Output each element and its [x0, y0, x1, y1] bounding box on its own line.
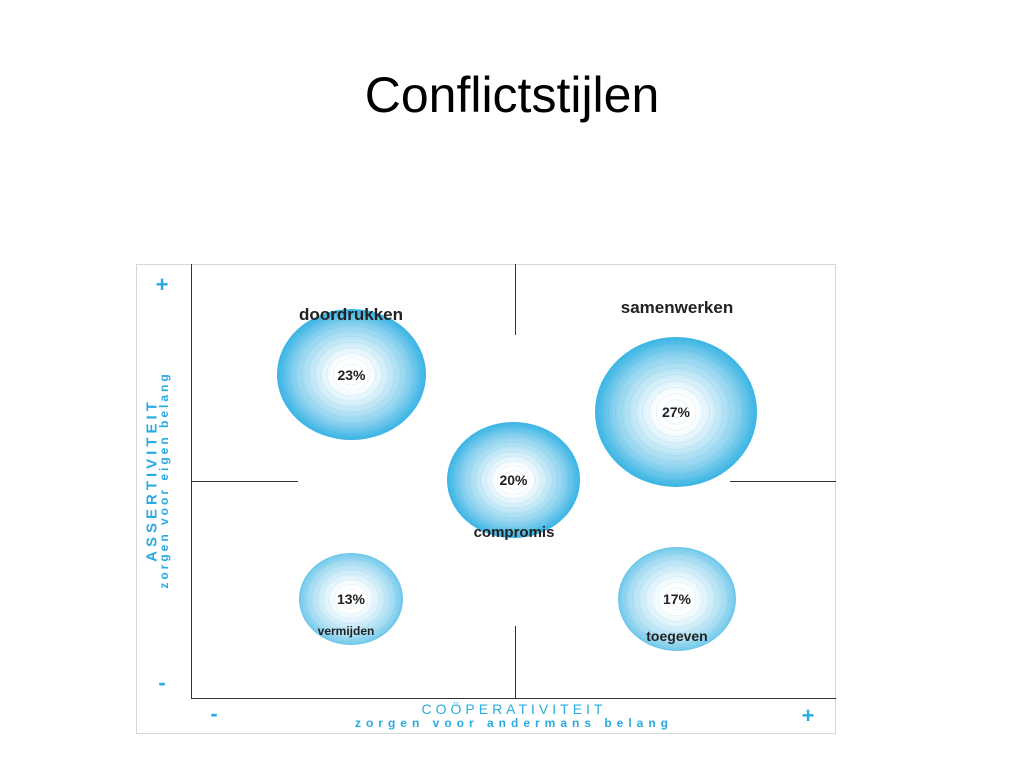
- percent-samenwerken: 27%: [661, 404, 691, 420]
- divider-left: [191, 481, 298, 482]
- label-vermijden: vermijden: [317, 624, 375, 638]
- x-axis-line: [191, 698, 836, 699]
- divider-right: [730, 481, 836, 482]
- bubble-toegeven: 17%: [618, 547, 736, 651]
- x-axis-label: COÖPERATIVITEIT zorgen voor andermans be…: [355, 702, 673, 730]
- percent-vermijden: 13%: [336, 591, 366, 607]
- bubble-doordrukken: 23%: [277, 309, 426, 440]
- percent-compromis: 20%: [499, 472, 528, 488]
- diagram-frame: [136, 264, 836, 734]
- y-axis-low-sign: -: [158, 670, 166, 695]
- label-toegeven: toegeven: [646, 628, 708, 644]
- bubble-vermijden: 13%: [299, 553, 403, 645]
- divider-top: [515, 264, 516, 335]
- label-doordrukken: doordrukken: [299, 305, 403, 324]
- y-axis-title: ASSERTIVITEIT: [143, 398, 161, 562]
- percent-doordrukken: 23%: [337, 366, 366, 383]
- y-axis-high-sign: +: [155, 272, 169, 297]
- slide-title: Conflictstijlen: [364, 67, 660, 123]
- label-compromis: compromis: [473, 524, 555, 541]
- label-samenwerken: samenwerken: [620, 298, 734, 317]
- x-axis-title: COÖPERATIVITEIT: [421, 701, 607, 717]
- bubble-samenwerken: 27%: [595, 337, 757, 487]
- bubble-compromis: 20%: [447, 422, 580, 538]
- divider-bottom: [515, 626, 516, 698]
- x-axis-sublabel: zorgen voor andermans belang: [354, 716, 674, 730]
- x-axis-low-sign: -: [210, 701, 218, 726]
- x-axis-high-sign: +: [801, 703, 815, 728]
- percent-toegeven: 17%: [662, 591, 692, 607]
